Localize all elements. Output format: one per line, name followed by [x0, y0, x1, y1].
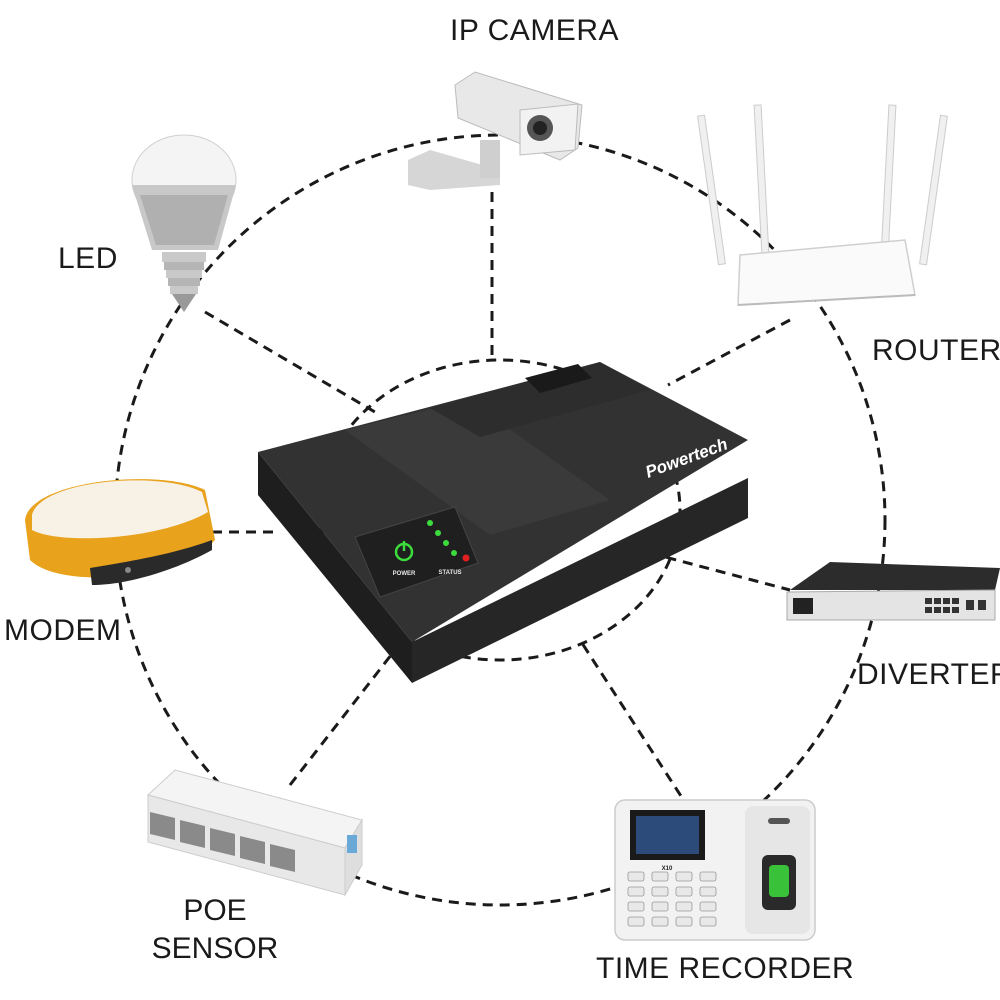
led-bulb-device [131, 134, 237, 312]
router-device [697, 104, 948, 306]
status-led-4 [451, 550, 457, 556]
label-poe-line1: POE [183, 894, 247, 927]
poe-sensor-device [146, 769, 363, 897]
label-led: LED [58, 242, 118, 275]
diverter-ports [925, 598, 986, 613]
connector-time-recorder [578, 639, 692, 811]
poe-power-port-icon [347, 835, 357, 853]
status-led-2 [435, 530, 441, 536]
connector-diverter [649, 551, 791, 592]
diverter-device [786, 562, 1000, 621]
connector-lines [204, 175, 791, 811]
status-led-1 [427, 520, 433, 526]
label-modem: MODEM [4, 614, 122, 647]
status-label: STATUS [438, 570, 461, 576]
status-led-red [462, 554, 470, 562]
label-poe-line2: SENSOR [151, 932, 279, 965]
ip-camera-device [408, 71, 583, 190]
modem-device [25, 479, 215, 585]
label-ip-camera: IP CAMERA [450, 14, 619, 47]
time-recorder-model: X10 [662, 866, 673, 872]
status-led-3 [443, 540, 449, 546]
label-poe-sensor: POE SENSOR [150, 892, 280, 968]
ups-device: POWER STATUS Powertech [258, 362, 748, 683]
label-diverter: DIVERTER [857, 658, 1000, 691]
fingerprint-icon [762, 855, 796, 910]
power-icon [394, 541, 414, 562]
time-recorder-keypad [627, 871, 717, 927]
connector-led [204, 310, 381, 417]
connector-router [667, 318, 791, 387]
power-label: POWER [393, 571, 416, 577]
modem-indicator-icon [125, 567, 131, 573]
connector-poe [288, 649, 397, 786]
label-time-recorder: TIME RECORDER [596, 952, 855, 985]
poe-ports [150, 812, 295, 872]
label-router: ROUTER [872, 334, 1000, 367]
time-recorder-device: X10 [614, 799, 816, 941]
